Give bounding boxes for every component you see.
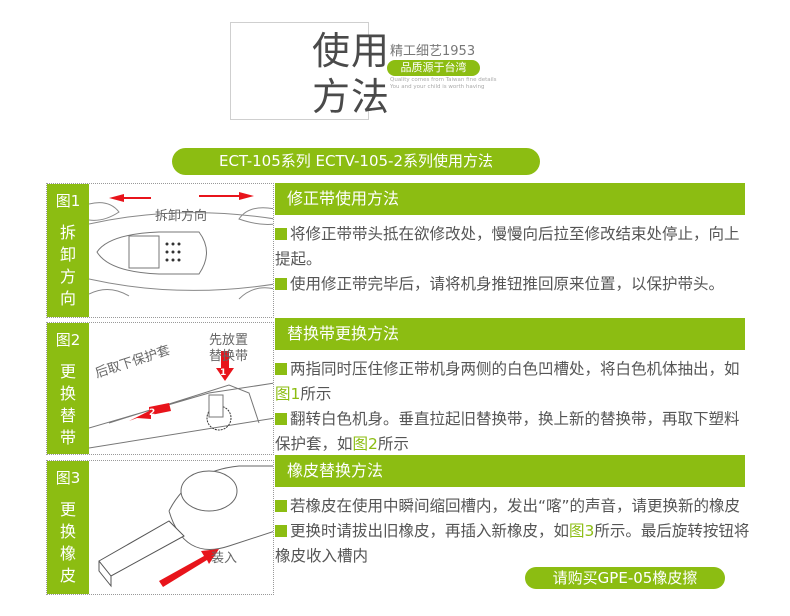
paragraph-text: 若橡皮在使用中瞬间缩回槽内，发出“喀”的声音，请更换新的橡皮 — [290, 497, 741, 515]
tape-body-drawing — [88, 192, 273, 300]
title-frame-edge — [368, 105, 369, 120]
title-frame — [230, 22, 368, 120]
paragraph-text: 更换时请拔出旧橡皮，再插入新橡皮，如 — [290, 522, 570, 540]
bullet-square-icon — [275, 228, 287, 240]
figure-3-label: 图3 更换橡皮 — [47, 461, 89, 594]
tagline: 精工细艺1953 — [390, 44, 476, 59]
instruction-paragraph: 两指同时压住修正带机身两侧的白色凹槽处，将白色机体抽出，如图1所示 — [275, 357, 750, 407]
buy-eraser-button[interactable]: 请购买GPE-05橡皮擦 — [525, 567, 725, 589]
section-header-usage: 修正带使用方法 — [275, 183, 745, 215]
figure-2-label: 图2 更换替带 — [47, 323, 89, 454]
bullet-square-icon — [275, 413, 287, 425]
step-2-label: 2 — [149, 408, 155, 418]
figure-title: 更换替带 — [59, 362, 76, 447]
eraser-drawing — [98, 465, 273, 588]
label-line: 替换带 — [209, 349, 249, 364]
disassembly-illustration: 拆卸方向 — [88, 184, 273, 317]
bullet-square-icon — [275, 278, 287, 290]
arrow-up-right-icon — [159, 549, 219, 587]
refill-drawing: 1 2 — [88, 351, 273, 449]
direction-label: 拆卸方向 — [155, 209, 208, 224]
paragraph-text: 将修正带带头抵在欲修改处，慢慢向后拉至修改结束处停止，向上提起。 — [275, 225, 740, 268]
figure-1-label: 图1 拆卸方向 — [47, 184, 89, 317]
bullet-square-icon — [275, 525, 287, 537]
figure-3-link[interactable]: 图3 — [569, 522, 595, 540]
figure-title: 更换橡皮 — [59, 500, 76, 585]
section-usage-body: 将修正带带头抵在欲修改处，慢慢向后拉至修改结束处停止，向上提起。 使用修正带完毕… — [275, 222, 750, 297]
section-refill-body: 两指同时压住修正带机身两侧的白色凹槽处，将白色机体抽出，如图1所示 翻转白色机身… — [275, 357, 750, 457]
paragraph-text: 所示 — [377, 435, 409, 453]
figure-number: 图2 — [55, 331, 81, 349]
paragraph-text: 两指同时压住修正带机身两侧的白色凹槽处，将白色机体抽出，如 — [290, 360, 740, 378]
instruction-paragraph: 翻转白色机身。垂直拉起旧替换带，换上新的替换带，再取下塑料保护套，如图2所示 — [275, 407, 750, 457]
bullet-square-icon — [275, 363, 287, 375]
english-line: Quality comes from Taiwan fine details — [390, 77, 497, 83]
label-line: 先放置 — [209, 333, 249, 348]
section-header-eraser: 橡皮替换方法 — [275, 455, 745, 487]
step-1-label: 1 — [220, 368, 226, 378]
figure-title: 拆卸方向 — [59, 223, 76, 308]
figure-2-panel: 图2 更换替带 1 2 先放置替换带 后取下保护套 — [46, 322, 274, 455]
english-line: You and your child is worth having — [390, 84, 485, 90]
arrow-left-icon — [109, 194, 151, 202]
paragraph-text: 所示 — [300, 385, 332, 403]
section-eraser-body: 若橡皮在使用中瞬间缩回槽内，发出“喀”的声音，请更换新的橡皮 更换时请拔出旧橡皮… — [275, 494, 750, 569]
instruction-paragraph: 若橡皮在使用中瞬间缩回槽内，发出“喀”的声音，请更换新的橡皮 — [275, 494, 750, 519]
series-banner: ECT-105系列 ECTV-105-2系列使用方法 — [172, 148, 540, 175]
figure-2-link[interactable]: 图2 — [352, 435, 378, 453]
figure-number: 图1 — [55, 192, 81, 210]
insert-label: 装入 — [211, 551, 238, 566]
title-frame-edge — [368, 22, 369, 37]
page-title: 使用方法 — [312, 28, 396, 120]
title-line: 使用 — [312, 29, 391, 73]
arrow-left-icon — [129, 403, 171, 421]
refill-illustration: 1 2 先放置替换带 后取下保护套 — [88, 323, 273, 454]
section-header-refill: 替换带更换方法 — [275, 318, 745, 350]
instruction-paragraph: 更换时请拔出旧橡皮，再插入新橡皮，如图3所示。最后旋转按钮将橡皮收入槽内 — [275, 519, 750, 569]
origin-badge: 品质源于台湾 — [387, 60, 480, 76]
arrow-right-icon — [199, 192, 254, 200]
figure-3-panel: 图3 更换橡皮 装入 — [46, 460, 274, 595]
arrow-down-icon — [216, 351, 234, 381]
figure-1-link[interactable]: 图1 — [275, 385, 301, 403]
figure-number: 图3 — [55, 469, 81, 487]
instruction-paragraph: 使用修正带完毕后，请将机身推钮推回原来位置，以保护带头。 — [275, 272, 750, 297]
title-line: 方法 — [312, 75, 391, 119]
paragraph-text: 所示。最后旋转按钮将橡皮收入槽内 — [275, 522, 750, 565]
paragraph-text: 使用修正带完毕后，请将机身推钮推回原来位置，以保护带头。 — [290, 275, 725, 293]
instruction-paragraph: 将修正带带头抵在欲修改处，慢慢向后拉至修改结束处停止，向上提起。 — [275, 222, 750, 272]
paragraph-text: 翻转白色机身。垂直拉起旧替换带，换上新的替换带，再取下塑料保护套，如 — [275, 410, 740, 453]
place-refill-label: 先放置替换带 — [209, 333, 248, 365]
figure-1-panel: 图1 拆卸方向 拆卸方向 — [46, 183, 274, 318]
eraser-illustration: 装入 — [89, 461, 273, 594]
bullet-square-icon — [275, 500, 287, 512]
